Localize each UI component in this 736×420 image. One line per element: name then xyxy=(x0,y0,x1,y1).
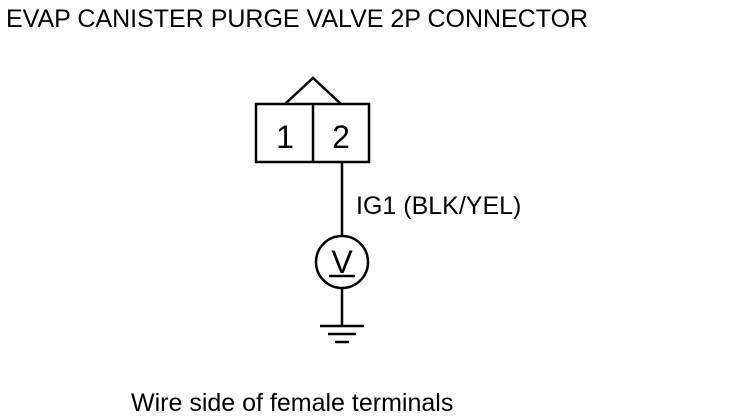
terminal-2-label: 2 xyxy=(332,119,350,155)
ground-icon xyxy=(320,324,364,344)
diagram-caption: Wire side of female terminals xyxy=(131,389,454,417)
connector-lock-tab xyxy=(284,76,342,105)
diagram-title: EVAP CANISTER PURGE VALVE 2P CONNECTOR xyxy=(6,5,589,33)
terminal-1-label: 1 xyxy=(276,119,294,155)
wire-label: IG1 (BLK/YEL) xyxy=(356,192,521,220)
voltmeter-symbol: V xyxy=(331,244,353,280)
